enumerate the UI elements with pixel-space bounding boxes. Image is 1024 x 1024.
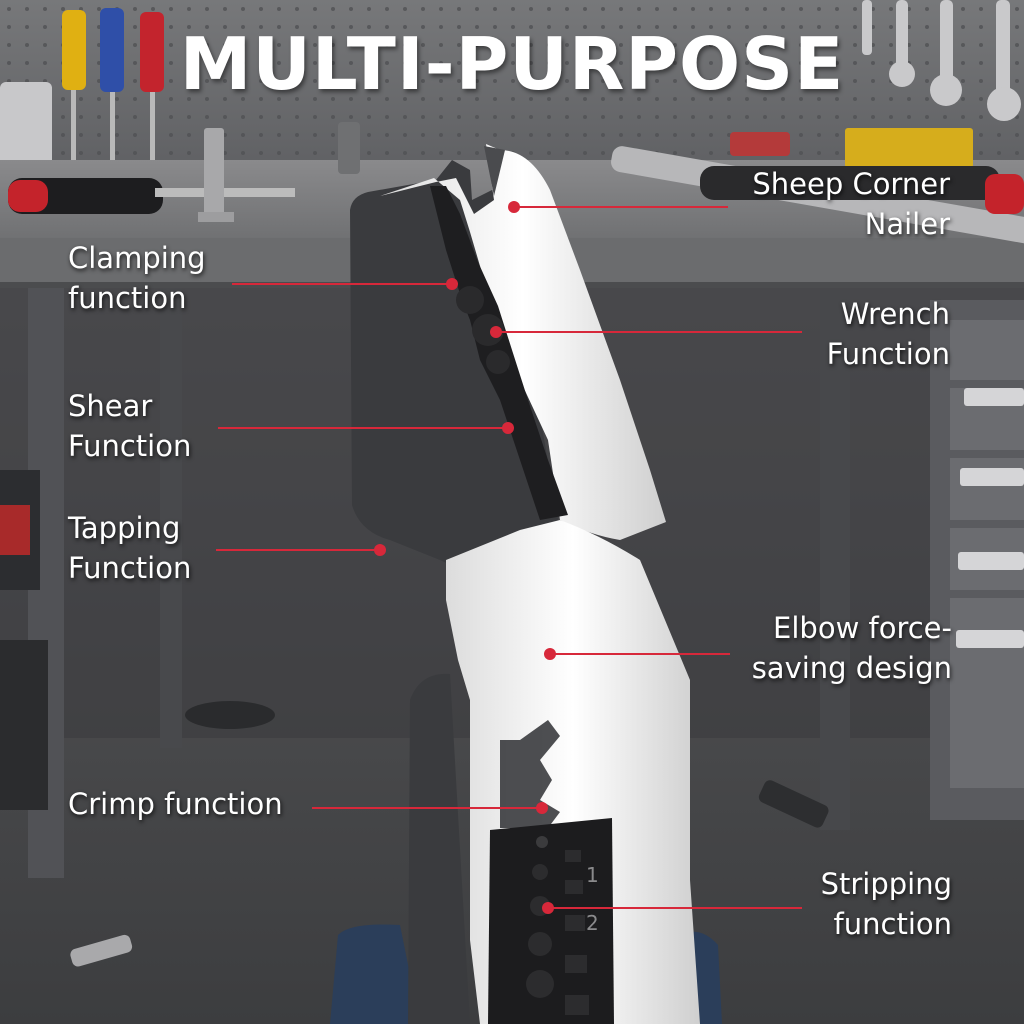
callout-dots — [374, 201, 556, 914]
callout-dot-shear — [502, 422, 514, 434]
label-shear-function: Shear Function — [68, 389, 192, 463]
callout-lines — [216, 206, 802, 909]
label-crimp-function: Crimp function — [68, 787, 283, 821]
label-elbow-force-saving-design: Elbow force- saving design — [751, 611, 952, 685]
label-sheep-corner-nailer: Sheep Corner Nailer — [752, 167, 950, 241]
die-mark-2: 2 — [586, 911, 599, 935]
drawer-cabinet — [820, 290, 1024, 830]
floor-screw — [70, 934, 133, 967]
callout-dot-tapping — [374, 544, 386, 556]
upper-jaw-steel — [380, 144, 666, 540]
stripping-die: 1 2 — [488, 818, 614, 1024]
bench-tools — [8, 122, 1024, 244]
callout-dot-crimp — [536, 802, 548, 814]
hanging-screwdrivers — [0, 8, 164, 177]
label-clamping-function: Clamping function — [68, 241, 206, 315]
label-wrench-function: Wrench Function — [826, 297, 950, 371]
hanging-wrenches — [862, 0, 1021, 121]
callout-dot-nailer — [508, 201, 520, 213]
die-mark-1: 1 — [586, 863, 599, 887]
page-title: MULTI-PURPOSE — [179, 22, 845, 106]
callout-dot-stripping — [542, 902, 554, 914]
callout-dot-wrench — [490, 326, 502, 338]
label-tapping-function: Tapping Function — [68, 511, 192, 585]
callout-dot-elbow — [544, 648, 556, 660]
nailer-notch — [484, 146, 505, 196]
callout-dot-clamping — [446, 278, 458, 290]
label-stripping-function: Stripping function — [820, 867, 952, 941]
